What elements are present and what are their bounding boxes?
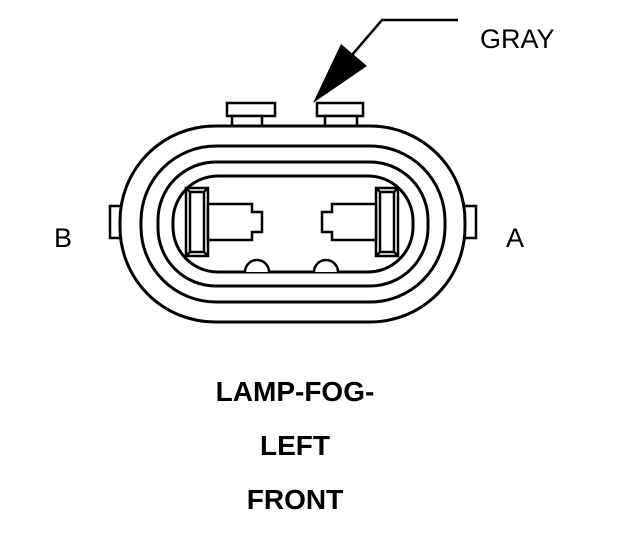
- wire-color-label: GRAY: [480, 24, 555, 54]
- component-name-line-2: LEFT: [260, 430, 330, 461]
- connector-diagram: GRAY B A LAMP-FOG- LEFT FRONT: [54, 18, 555, 514]
- component-name-line-3: FRONT: [246, 484, 344, 515]
- component-name: LAMP-FOG- LEFT FRONT: [0, 378, 590, 540]
- bottom-bumps: [243, 258, 340, 273]
- connector-housing: [118, 124, 467, 324]
- component-name-line-1: LAMP-FOG-: [215, 376, 375, 407]
- top-tabs: [225, 101, 365, 128]
- pin-label-a: A: [506, 223, 525, 253]
- callout-arrowhead: [313, 44, 367, 103]
- callout-leader: [345, 18, 458, 63]
- connector-drawing: [108, 18, 478, 324]
- pin-label-b: B: [54, 223, 73, 253]
- terminal-a: [320, 186, 400, 258]
- terminal-b: [184, 186, 264, 258]
